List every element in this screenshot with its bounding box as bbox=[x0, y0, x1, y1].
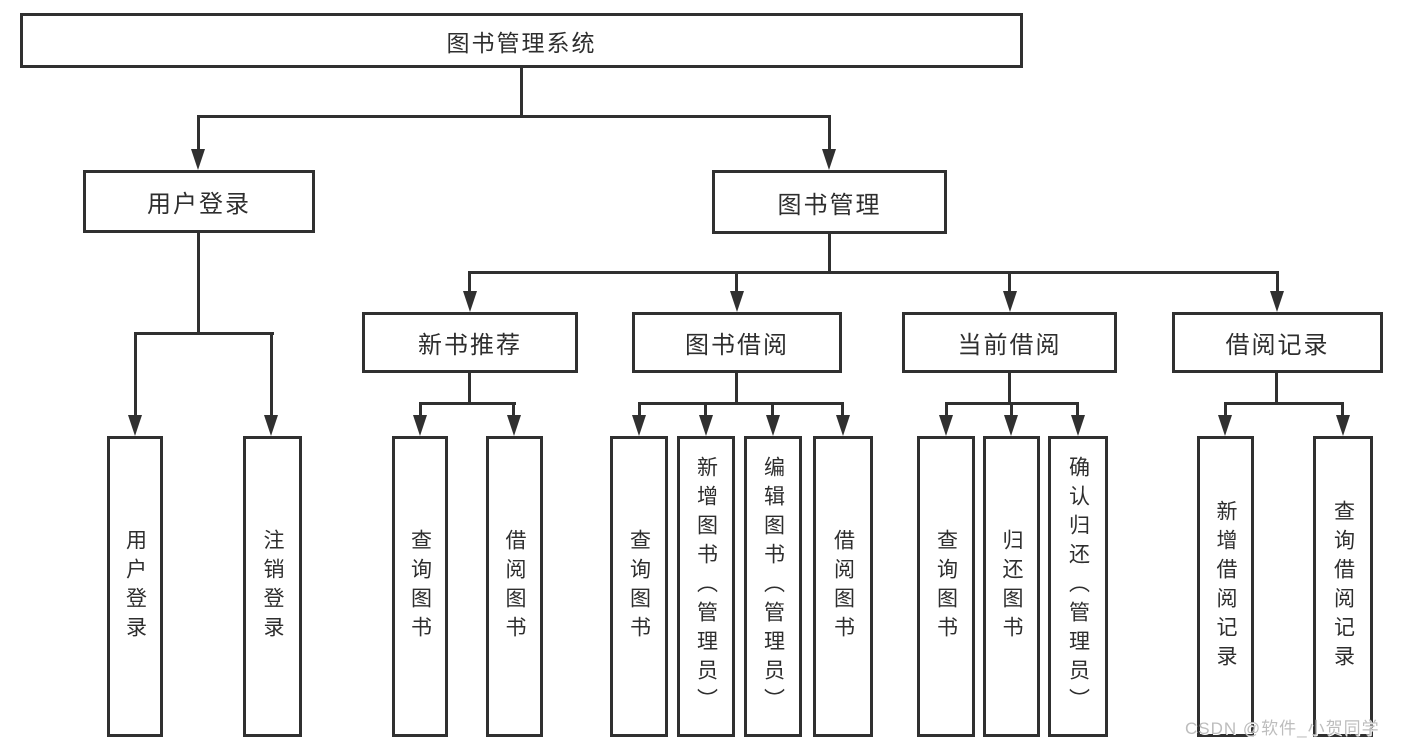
node-add-borrow-record: 新增借阅记录 bbox=[1197, 436, 1254, 737]
connector-stem bbox=[735, 373, 738, 405]
node-label: 查询图书 bbox=[627, 528, 651, 645]
arrow-down-icon bbox=[699, 415, 713, 436]
node-query-borrow-record: 查询借阅记录 bbox=[1313, 436, 1373, 737]
arrow-down-icon bbox=[822, 149, 836, 170]
node-user-login-action: 用户登录 bbox=[107, 436, 163, 737]
connector-stem bbox=[468, 373, 471, 405]
node-label: 确认归还（管理员） bbox=[1066, 456, 1090, 717]
connector-drop bbox=[468, 271, 471, 293]
connector-drop bbox=[945, 402, 948, 417]
connector-drop bbox=[771, 402, 774, 417]
node-library-system: 图书管理系统 bbox=[20, 13, 1023, 68]
connector-book-mgmt-drop bbox=[828, 115, 831, 149]
arrow-down-icon bbox=[191, 149, 205, 170]
connector-rail bbox=[419, 402, 516, 405]
node-label: 新增图书（管理员） bbox=[694, 456, 718, 717]
connector-stem bbox=[1008, 373, 1011, 405]
node-query-books: 查询图书 bbox=[917, 436, 975, 737]
node-return-book: 归还图书 bbox=[983, 436, 1040, 737]
arrow-down-icon bbox=[1004, 415, 1018, 436]
arrow-down-icon bbox=[413, 415, 427, 436]
node-label: 借阅图书 bbox=[503, 528, 526, 645]
arrow-down-icon bbox=[264, 415, 278, 436]
node-label: 新增借阅记录 bbox=[1214, 499, 1237, 674]
node-logout-action: 注销登录 bbox=[243, 436, 302, 737]
arrow-down-icon bbox=[1336, 415, 1350, 436]
node-label: 查询图书 bbox=[408, 528, 432, 645]
arrow-down-icon bbox=[766, 415, 780, 436]
node-new-book-recommend: 新书推荐 bbox=[362, 312, 578, 373]
arrow-down-icon bbox=[507, 415, 521, 436]
node-label: 借阅图书 bbox=[831, 528, 855, 645]
node-current-borrow: 当前借阅 bbox=[902, 312, 1117, 373]
arrow-down-icon bbox=[1003, 291, 1017, 312]
arrow-down-icon bbox=[939, 415, 953, 436]
connector-root-stem bbox=[520, 68, 523, 118]
node-borrow-books: 借阅图书 bbox=[813, 436, 873, 737]
connector-drop bbox=[638, 402, 641, 417]
connector-stem bbox=[1275, 373, 1278, 405]
node-user-login: 用户登录 bbox=[83, 170, 315, 233]
node-query-books: 查询图书 bbox=[610, 436, 668, 737]
arrow-down-icon bbox=[836, 415, 850, 436]
connector-book-mgmt-stem bbox=[828, 234, 831, 274]
arrow-down-icon bbox=[632, 415, 646, 436]
connector-user-login-stem bbox=[197, 233, 200, 335]
arrow-down-icon bbox=[1071, 415, 1085, 436]
node-label: 查询图书 bbox=[934, 528, 958, 645]
connector-drop bbox=[1224, 402, 1227, 417]
connector-drop bbox=[134, 332, 137, 416]
arrow-down-icon bbox=[1270, 291, 1284, 312]
node-borrow-records: 借阅记录 bbox=[1172, 312, 1383, 373]
connector-drop bbox=[841, 402, 844, 417]
node-label: 归还图书 bbox=[1000, 528, 1023, 645]
node-book-management: 图书管理 bbox=[712, 170, 947, 234]
node-edit-book-admin: 编辑图书（管理员） bbox=[744, 436, 802, 737]
connector-drop bbox=[704, 402, 707, 417]
node-borrow-books: 借阅图书 bbox=[486, 436, 543, 737]
node-add-book-admin: 新增图书（管理员） bbox=[677, 436, 735, 737]
connector-rail bbox=[638, 402, 844, 405]
connector-drop bbox=[1010, 402, 1013, 417]
arrow-down-icon bbox=[463, 291, 477, 312]
connector-drop bbox=[1276, 271, 1279, 293]
arrow-down-icon bbox=[1218, 415, 1232, 436]
connector-drop bbox=[735, 271, 738, 293]
connector-drop bbox=[1008, 271, 1011, 293]
node-confirm-return-admin: 确认归还（管理员） bbox=[1048, 436, 1108, 737]
connector-drop bbox=[270, 332, 273, 416]
connector-user-login-drop bbox=[197, 115, 200, 149]
connector-user-login-rail bbox=[134, 332, 274, 335]
connector-drop bbox=[1341, 402, 1344, 417]
node-book-borrow: 图书借阅 bbox=[632, 312, 842, 373]
connector-root-rail bbox=[197, 115, 831, 118]
arrow-down-icon bbox=[730, 291, 744, 312]
connector-drop bbox=[512, 402, 515, 417]
watermark-text: CSDN @软件_小贺同学 bbox=[1185, 719, 1380, 738]
connector-drop bbox=[1076, 402, 1079, 417]
connector-rail bbox=[1224, 402, 1344, 405]
node-query-books: 查询图书 bbox=[392, 436, 448, 737]
node-label: 注销登录 bbox=[261, 528, 284, 645]
connector-book-mgmt-rail bbox=[468, 271, 1279, 274]
node-label: 编辑图书（管理员） bbox=[761, 456, 785, 717]
node-label: 查询借阅记录 bbox=[1331, 499, 1355, 674]
node-label: 用户登录 bbox=[123, 528, 147, 645]
connector-drop bbox=[419, 402, 422, 417]
arrow-down-icon bbox=[128, 415, 142, 436]
